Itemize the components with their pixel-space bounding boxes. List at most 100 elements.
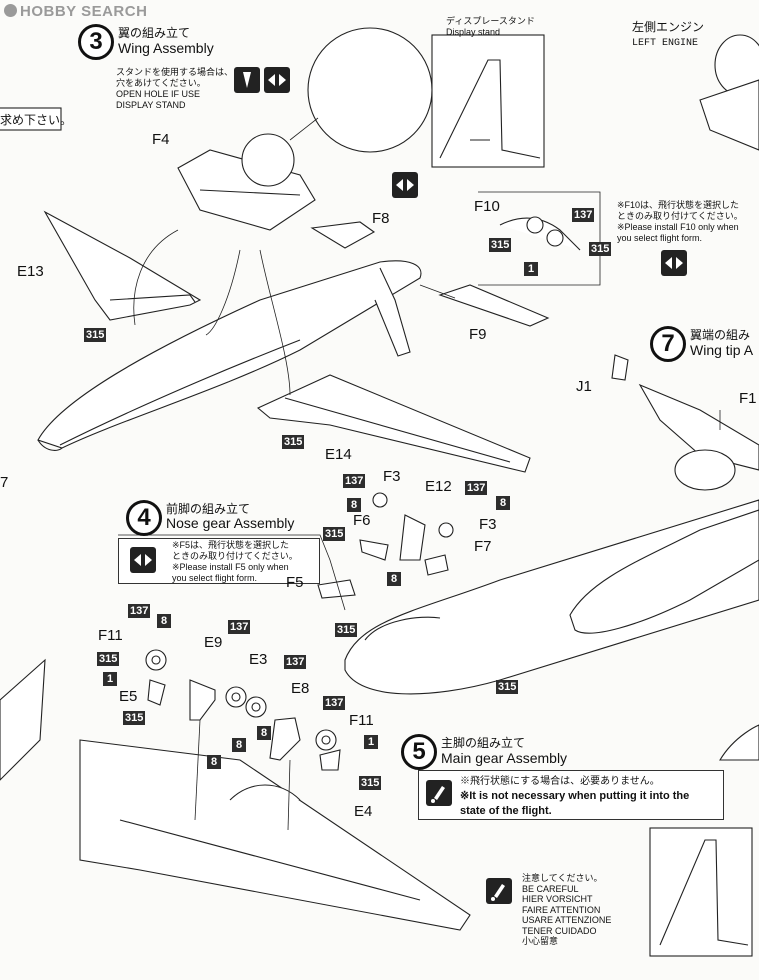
f10-note-en2: you select flight form. — [617, 233, 703, 243]
f10-note-en1: ※Please install F10 only when — [617, 222, 739, 232]
code-137: 137 — [343, 474, 366, 488]
caution-line-6: 小心留意 — [522, 936, 559, 946]
step-4-title-en: Nose gear Assembly — [166, 515, 295, 531]
stand-note-jp2: 穴をあけてください。 — [116, 78, 206, 88]
step-4-note: ※F5は、飛行状態を選択した ときのみ取り付けてください。 ※Please in… — [172, 540, 298, 584]
code-1: 1 — [103, 672, 117, 686]
step-7-number: 7 — [650, 326, 686, 362]
watermark: HOBBY SEARCH — [4, 3, 147, 20]
part-f3: F3 — [479, 516, 497, 533]
code-315: 315 — [323, 527, 346, 541]
step-4-number: 4 — [126, 500, 162, 536]
f10-note-jp2: ときのみ取り付けてください。 — [617, 211, 743, 221]
step-5-note-en1: ※It is not necessary when putting it int… — [460, 790, 690, 802]
part-e14: E14 — [325, 446, 352, 463]
code-315: 315 — [335, 623, 358, 637]
select-form-icon — [392, 172, 418, 198]
caution-text: 注意してください。 BE CAREFUL HIER VORSICHT FAIRE… — [522, 873, 611, 947]
stand-note-jp1: スタンドを使用する場合は、 — [116, 67, 234, 77]
select-form-icon — [264, 67, 290, 93]
part-f3: F3 — [383, 468, 401, 485]
step-5-title-jp: 主脚の組み立て — [441, 736, 526, 750]
code-1: 1 — [524, 262, 538, 276]
caution-line-4: USARE ATTENZIONE — [522, 915, 612, 925]
stand-note: スタンドを使用する場合は、 穴をあけてください。 OPEN HOLE IF US… — [116, 67, 233, 111]
part-e12: E12 — [425, 478, 452, 495]
top-left-note: 求め下さい。 — [0, 113, 73, 127]
part-f4: F4 — [152, 131, 170, 148]
part-f5: F5 — [286, 574, 304, 591]
display-stand-jp: ディスプレースタンド — [446, 16, 535, 26]
step-4-note-jp1: ※F5は、飛行状態を選択した — [172, 540, 290, 550]
step-3-number: 3 — [78, 24, 114, 60]
step-5-note-jp: ※飛行状態にする場合は、必要ありません。 — [460, 776, 660, 787]
part-f7: F7 — [474, 538, 492, 555]
part-f10: F10 — [474, 198, 500, 215]
step-5-number: 5 — [401, 734, 437, 770]
drill-hole-icon — [234, 67, 260, 93]
code-8: 8 — [347, 498, 361, 512]
step-4-note-jp2: ときのみ取り付けてください。 — [172, 551, 298, 561]
step-3-title-en: Wing Assembly — [118, 40, 214, 56]
part-f6: F6 — [353, 512, 371, 529]
code-315: 315 — [123, 711, 146, 725]
select-form-icon — [661, 250, 687, 276]
part-f8: F8 — [372, 210, 390, 227]
step-5-note-box — [418, 770, 724, 820]
caution-jp: 注意してください。 — [522, 873, 603, 883]
part-7: 7 — [0, 474, 9, 491]
step-4-note-en1: ※Please install F5 only when — [172, 562, 289, 572]
part-f1: F1 — [739, 390, 757, 407]
code-1: 1 — [364, 735, 378, 749]
code-137: 137 — [228, 620, 251, 634]
part-e9: E9 — [204, 634, 223, 651]
code-315: 315 — [359, 776, 382, 790]
code-315: 315 — [489, 238, 512, 252]
code-315: 315 — [282, 435, 305, 449]
caution-line-3: FAIRE ATTENTION — [522, 904, 601, 915]
code-315: 315 — [496, 680, 519, 694]
part-e4: E4 — [354, 803, 373, 820]
left-engine-jp: 左側エンジン — [632, 20, 705, 34]
step-7-title-en: Wing tip A — [690, 342, 754, 358]
part-f11: F11 — [98, 627, 123, 644]
part-f11: F11 — [349, 712, 374, 729]
caution-icon — [426, 780, 452, 806]
part-j1: J1 — [576, 378, 592, 395]
code-315: 315 — [589, 242, 612, 256]
part-e3: E3 — [249, 651, 268, 668]
caution-line-1: BE CAREFUL — [522, 883, 579, 894]
left-engine-en: LEFT ENGINE — [632, 38, 699, 49]
code-137: 137 — [284, 655, 307, 669]
code-315: 315 — [84, 328, 107, 342]
stand-note-en2: DISPLAY STAND — [116, 100, 186, 110]
part-f9: F9 — [469, 326, 487, 343]
part-e8: E8 — [291, 680, 310, 697]
select-form-icon — [130, 547, 156, 573]
code-8: 8 — [496, 496, 510, 510]
display-stand-en: Display stand — [446, 27, 501, 37]
code-8: 8 — [387, 572, 401, 586]
code-137: 137 — [128, 604, 151, 618]
f10-note-jp1: ※F10は、飛行状態を選択した — [617, 200, 740, 210]
caution-line-2: HIER VORSICHT — [522, 894, 593, 904]
part-e5: E5 — [119, 688, 138, 705]
stand-note-en1: OPEN HOLE IF USE — [116, 89, 201, 99]
code-8: 8 — [232, 738, 246, 752]
step-4-note-en2: you select flight form. — [172, 573, 258, 583]
step-4-title-jp: 前脚の組み立て — [166, 502, 251, 516]
display-stand-label: ディスプレースタンド Display stand — [446, 16, 535, 38]
step-3-title-jp: 翼の組み立て — [118, 26, 191, 40]
step-5-title-en: Main gear Assembly — [441, 750, 568, 766]
code-137: 137 — [572, 208, 595, 222]
caution-icon — [486, 878, 512, 904]
code-137: 137 — [323, 696, 346, 710]
code-8: 8 — [207, 755, 221, 769]
step-7-title-jp: 翼端の組み — [690, 328, 751, 342]
step-5-note-en2: state of the flight. — [460, 805, 552, 817]
code-315: 315 — [97, 652, 120, 666]
caution-line-5: TENER CUIDADO — [522, 925, 597, 936]
code-137: 137 — [465, 481, 488, 495]
code-8: 8 — [257, 726, 271, 740]
